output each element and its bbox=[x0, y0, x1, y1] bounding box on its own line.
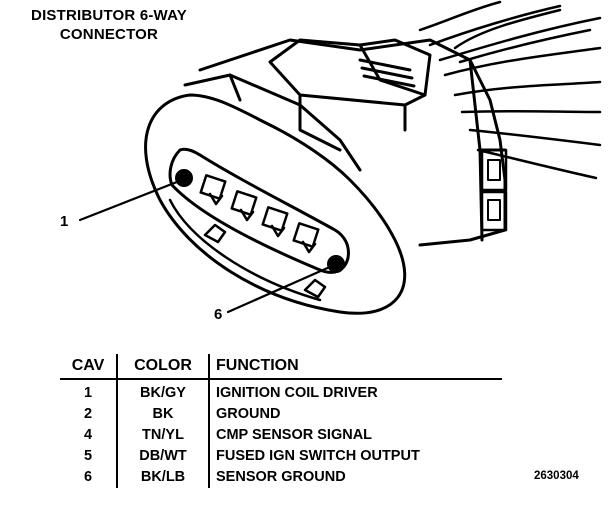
cell-function: IGNITION COIL DRIVER bbox=[216, 385, 378, 401]
callout-pin-1: 1 bbox=[60, 213, 69, 230]
header-function: FUNCTION bbox=[209, 354, 502, 380]
cell-function: GROUND bbox=[216, 406, 281, 422]
connector-front-face bbox=[168, 147, 350, 274]
polarizing-keys bbox=[168, 198, 327, 302]
connector-illustration bbox=[78, 0, 602, 315]
figure-part-number: 2630304 bbox=[534, 470, 579, 482]
cell-function: SENSOR GROUND bbox=[216, 469, 346, 485]
diagram-title: DISTRIBUTOR 6-WAY CONNECTOR bbox=[14, 6, 204, 44]
cell-function: CMP SENSOR SIGNAL bbox=[216, 427, 373, 443]
connector-rear-housing bbox=[198, 38, 508, 247]
table-row: 4 TN/YL CMP SENSOR SIGNAL bbox=[60, 425, 502, 446]
table-row: 6 BK/LB SENSOR GROUND bbox=[60, 467, 502, 488]
table-header-row: CAV COLOR FUNCTION bbox=[60, 354, 502, 380]
cell-color: BK/GY bbox=[117, 379, 210, 404]
cell-color: BK/LB bbox=[117, 467, 210, 488]
cell-color: BK bbox=[117, 404, 210, 425]
cell-color: DB/WT bbox=[117, 446, 210, 467]
cell-cav: 6 bbox=[60, 467, 118, 488]
callout-leaders bbox=[78, 178, 334, 314]
cell-function: FUSED IGN SWITCH OUTPUT bbox=[216, 448, 420, 464]
callout-pin-6: 6 bbox=[214, 306, 223, 323]
cell-color: TN/YL bbox=[117, 425, 210, 446]
table-row: 1 BK/GY IGNITION COIL DRIVER bbox=[60, 379, 502, 404]
cell-cav: 4 bbox=[60, 425, 118, 446]
header-cav: CAV bbox=[60, 354, 118, 380]
title-line-1: DISTRIBUTOR 6-WAY bbox=[31, 7, 187, 24]
wire-bundle bbox=[418, 0, 602, 180]
terminal-pins bbox=[175, 169, 345, 273]
locking-tab bbox=[268, 38, 432, 132]
table-row: 2 BK GROUND bbox=[60, 404, 502, 425]
cell-cav: 1 bbox=[60, 379, 118, 404]
cell-cav: 2 bbox=[60, 404, 118, 425]
connector-front-shell bbox=[144, 93, 407, 315]
table-row: 5 DB/WT FUSED IGN SWITCH OUTPUT bbox=[60, 446, 502, 467]
pinout-table: CAV COLOR FUNCTION 1 BK/GY IGNITION COIL… bbox=[60, 354, 502, 488]
cell-cav: 5 bbox=[60, 446, 118, 467]
cavity-row bbox=[199, 174, 320, 254]
header-color: COLOR bbox=[117, 354, 210, 380]
title-line-2: CONNECTOR bbox=[59, 26, 159, 43]
